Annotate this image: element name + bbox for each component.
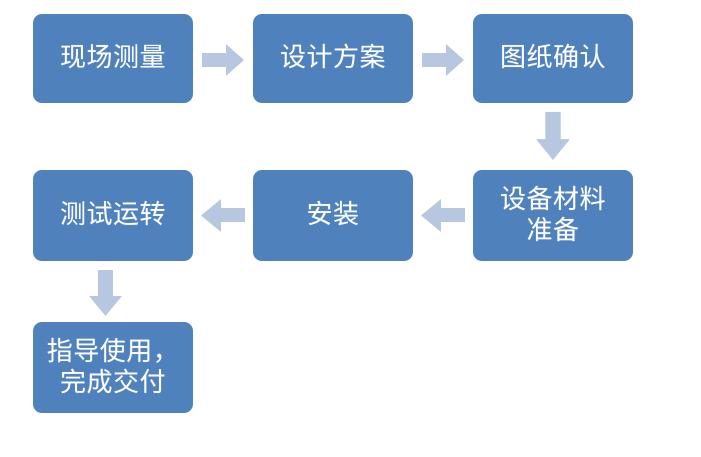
arrow-left-icon (421, 199, 465, 232)
process-node-label: 测试运转 (59, 200, 166, 231)
arrow-right-icon (422, 44, 464, 76)
process-node-5[interactable]: 安装 (253, 170, 413, 261)
process-node-label: 设计方案 (279, 43, 386, 74)
process-node-7[interactable]: 指导使用， 完成交付 (33, 322, 193, 413)
arrow-down-icon (536, 112, 570, 160)
process-node-3[interactable]: 图纸确认 (473, 14, 633, 103)
arrow-left-icon (201, 199, 245, 232)
process-node-6[interactable]: 测试运转 (33, 170, 193, 261)
process-node-label: 图纸确认 (499, 43, 606, 74)
process-node-label: 现场测量 (59, 43, 166, 74)
process-node-label: 安装 (306, 200, 360, 231)
arrow-down-icon (89, 270, 122, 316)
process-node-label: 指导使用， 完成交付 (46, 336, 180, 398)
process-node-label: 设备材料 准备 (499, 184, 606, 246)
process-node-2[interactable]: 设计方案 (253, 14, 413, 103)
process-node-1[interactable]: 现场测量 (33, 14, 193, 103)
arrow-right-icon (202, 44, 244, 76)
process-node-4[interactable]: 设备材料 准备 (473, 170, 633, 261)
